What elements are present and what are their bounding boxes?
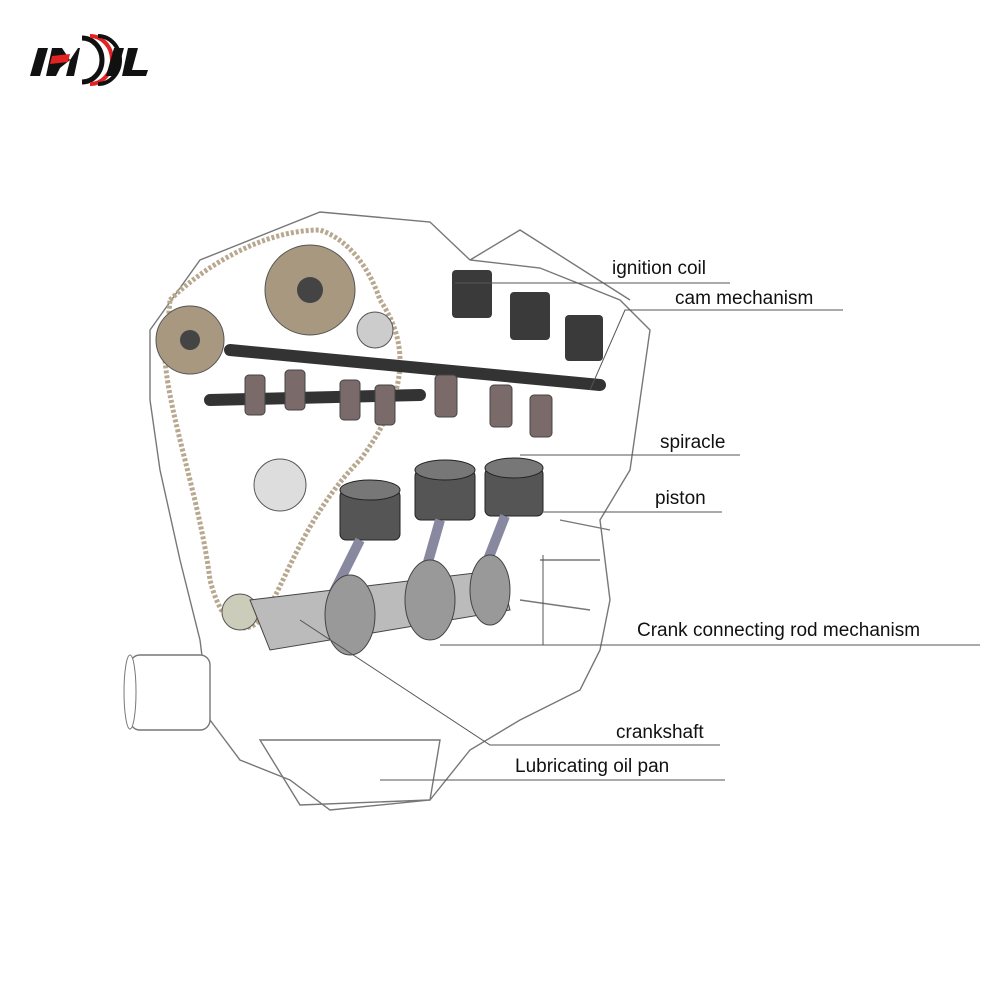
cam-gears: [155, 244, 394, 631]
label-spiracle: spiracle: [660, 432, 726, 453]
oil-filter: [123, 654, 211, 731]
label-piston: piston: [655, 488, 706, 509]
crankshaft: [249, 554, 511, 656]
label-crankshaft: crankshaft: [616, 722, 704, 743]
label-cam-mechanism: cam mechanism: [675, 288, 814, 309]
valve-springs: [244, 369, 553, 438]
label-oil-pan: Lubricating oil pan: [515, 756, 670, 777]
timing-chain: [162, 227, 403, 631]
brand-logo: [30, 34, 148, 86]
ignition-coils: [452, 270, 603, 361]
oil-pan-outline: [258, 739, 441, 806]
label-ignition-coil: ignition coil: [612, 258, 706, 279]
leader-lines: [299, 282, 980, 781]
engine-block-outline: [149, 211, 651, 811]
pistons: [339, 457, 544, 541]
camshafts: [204, 344, 606, 406]
label-crank-connecting-rod: Crank connecting rod mechanism: [637, 620, 921, 641]
